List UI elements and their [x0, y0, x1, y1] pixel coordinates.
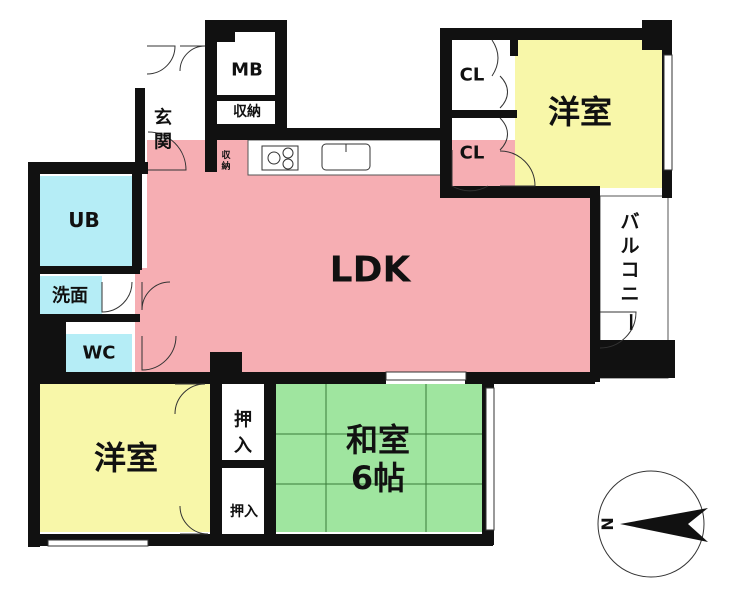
washitsu-label-line1: 和室: [346, 421, 410, 459]
oshiire-label-1: 押: [234, 409, 252, 431]
balcony-label-char: コ: [620, 259, 639, 281]
oshiire-small-label: 押入: [230, 503, 258, 520]
doors: [101, 39, 637, 535]
western-bottom-label: 洋室: [94, 439, 158, 477]
senmen-label: 洗面: [52, 285, 88, 307]
stove-icon: [261, 145, 299, 171]
compass-needle-icon: [620, 508, 708, 542]
shuno-top-label: 収納: [233, 103, 261, 120]
oshiire-label-2: 入: [234, 436, 252, 457]
balcony-label-char: バ: [620, 211, 639, 233]
wc-fill: [66, 334, 132, 374]
ub-label: UB: [68, 208, 99, 232]
walls: [28, 20, 675, 547]
shuno-small-label-1: 収: [221, 149, 231, 161]
wc-label: WC: [82, 343, 115, 364]
tatami-lines: [276, 384, 482, 532]
cl-lower-label: CL: [460, 143, 485, 164]
western-bottom-fill: [40, 384, 215, 532]
senmen-fill: [40, 276, 102, 314]
cl-upper-label: CL: [460, 65, 485, 86]
washitsu-label-line2: 6帖: [351, 459, 405, 497]
balcony-label-char: ニ: [620, 283, 639, 305]
compass-label: N: [598, 517, 617, 530]
genkan-label-1: 玄: [154, 107, 172, 129]
balcony-label-char: ル: [620, 235, 639, 257]
western-top-label: 洋室: [548, 93, 612, 131]
ub-fill: [40, 176, 132, 266]
mb-label: MB: [231, 60, 263, 81]
compass: N: [597, 470, 708, 578]
genkan-label-2: 関: [154, 132, 172, 153]
ldk-label: LDK: [330, 250, 412, 291]
shuno-small-label-2: 納: [221, 160, 230, 172]
ldk-fill-corridor: [135, 268, 155, 372]
balcony-label-char: ー: [619, 312, 641, 331]
western-top-fill: [515, 38, 663, 188]
windows: [47, 54, 673, 547]
sink-icon: [321, 143, 371, 171]
washitsu-fill: [276, 384, 482, 532]
